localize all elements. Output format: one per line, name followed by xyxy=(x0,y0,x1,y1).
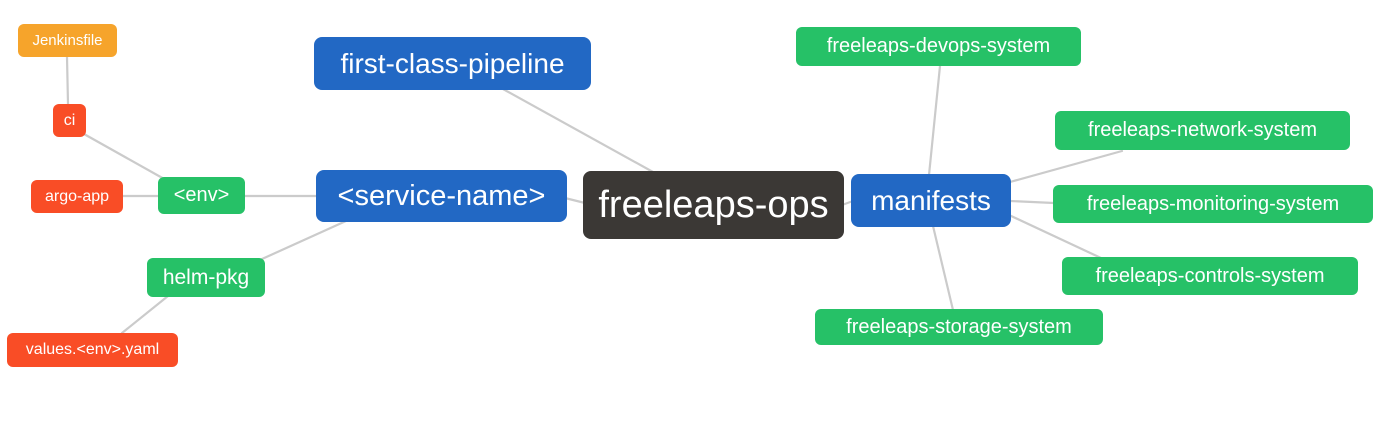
node-freeleaps-controls-system[interactable]: freeleaps-controls-system xyxy=(1062,257,1358,295)
node-first-class-pipeline[interactable]: first-class-pipeline xyxy=(314,37,591,90)
node-argo-app[interactable]: argo-app xyxy=(31,180,123,213)
edge-manifests-storage xyxy=(931,224,955,312)
node-freeleaps-network-system[interactable]: freeleaps-network-system xyxy=(1055,111,1350,150)
edge-ci-env xyxy=(82,132,168,182)
edge-manifests-monitoring xyxy=(1008,199,1056,205)
node-freeleaps-ops[interactable]: freeleaps-ops xyxy=(583,171,844,239)
node-values-env-yaml[interactable]: values.<env>.yaml xyxy=(7,333,178,367)
edge-jenkinsfile-ci xyxy=(65,55,70,106)
edge-pipeline-ops xyxy=(501,87,655,174)
edge-values-helm-pkg xyxy=(120,294,170,335)
node-freeleaps-storage-system[interactable]: freeleaps-storage-system xyxy=(815,309,1103,345)
node-manifests[interactable]: manifests xyxy=(851,174,1011,227)
node-service-name[interactable]: <service-name> xyxy=(316,170,567,222)
edge-manifests-network xyxy=(1008,149,1124,184)
edge-manifests-controls xyxy=(1007,213,1103,260)
node-freeleaps-devops-system[interactable]: freeleaps-devops-system xyxy=(796,27,1081,66)
node-jenkinsfile[interactable]: Jenkinsfile xyxy=(18,24,117,57)
edge-service-name-ops xyxy=(563,196,587,205)
node-env[interactable]: <env> xyxy=(158,177,245,214)
node-ci[interactable]: ci xyxy=(53,104,86,137)
edge-manifests-devops xyxy=(927,64,942,177)
edge-helm-pkg-service-name xyxy=(260,219,348,261)
node-freeleaps-monitoring-system[interactable]: freeleaps-monitoring-system xyxy=(1053,185,1373,223)
node-helm-pkg[interactable]: helm-pkg xyxy=(147,258,265,297)
